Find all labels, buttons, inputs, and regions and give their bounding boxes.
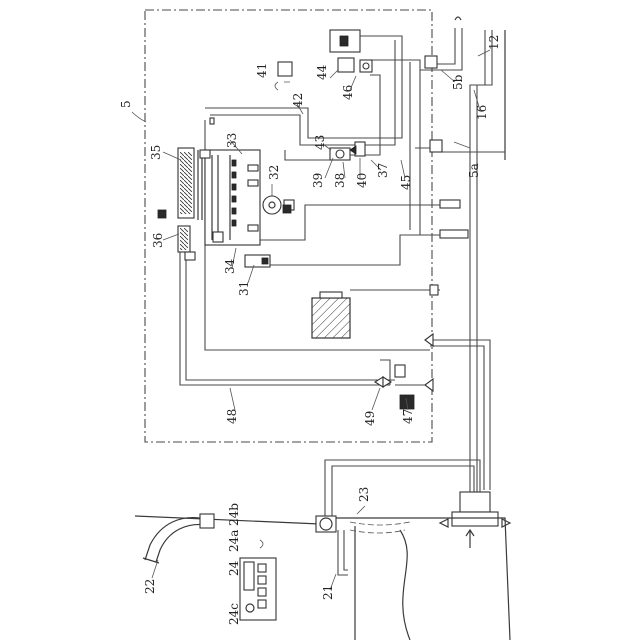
label-33: 33: [225, 133, 239, 148]
label-46: 46: [341, 85, 355, 100]
heat-exchanger-35: [178, 148, 202, 220]
valve-47: [395, 365, 414, 409]
label-45: 45: [399, 175, 413, 190]
label-32: 32: [267, 165, 281, 180]
reference-labels: 5 35 36 33 34 31 32 41 42 43 39 38 40 37…: [119, 35, 501, 625]
label-5a: 5a: [467, 163, 481, 178]
label-44: 44: [315, 64, 329, 80]
label-48: 48: [225, 409, 239, 424]
tank-connection: [325, 340, 510, 548]
label-5b: 5b: [451, 74, 465, 90]
label-43: 43: [313, 135, 327, 150]
label-39: 39: [311, 173, 325, 188]
label-16: 16: [475, 105, 489, 120]
label-22: 22: [143, 579, 157, 594]
drain-pipe: [338, 530, 348, 575]
heat-exchanger-36: [178, 226, 190, 252]
sensor-41: [275, 62, 292, 90]
hatched-tank: [312, 292, 350, 338]
shower-hose: [143, 514, 214, 563]
label-35: 35: [149, 145, 163, 160]
label-49: 49: [363, 411, 377, 426]
label-24a: 24a: [227, 530, 241, 552]
label-34: 34: [223, 258, 237, 274]
label-21: 21: [321, 585, 335, 600]
label-36: 36: [151, 233, 165, 248]
label-24c: 24c: [227, 603, 241, 625]
burner-block: [205, 150, 260, 245]
label-41: 41: [255, 63, 269, 78]
label-23: 23: [357, 487, 371, 502]
label-12: 12: [487, 35, 501, 50]
label-37: 37: [376, 163, 390, 178]
label-31: 31: [237, 281, 251, 296]
label-40: 40: [355, 173, 369, 188]
gas-valve-31: [245, 255, 270, 267]
remote-controller: [240, 540, 276, 620]
label-5: 5: [119, 100, 133, 108]
label-24: 24: [227, 560, 241, 576]
label-47: 47: [401, 409, 415, 424]
bathtub: [135, 516, 510, 640]
label-38: 38: [333, 173, 347, 188]
label-24b: 24b: [227, 503, 241, 526]
label-42: 42: [291, 93, 305, 108]
